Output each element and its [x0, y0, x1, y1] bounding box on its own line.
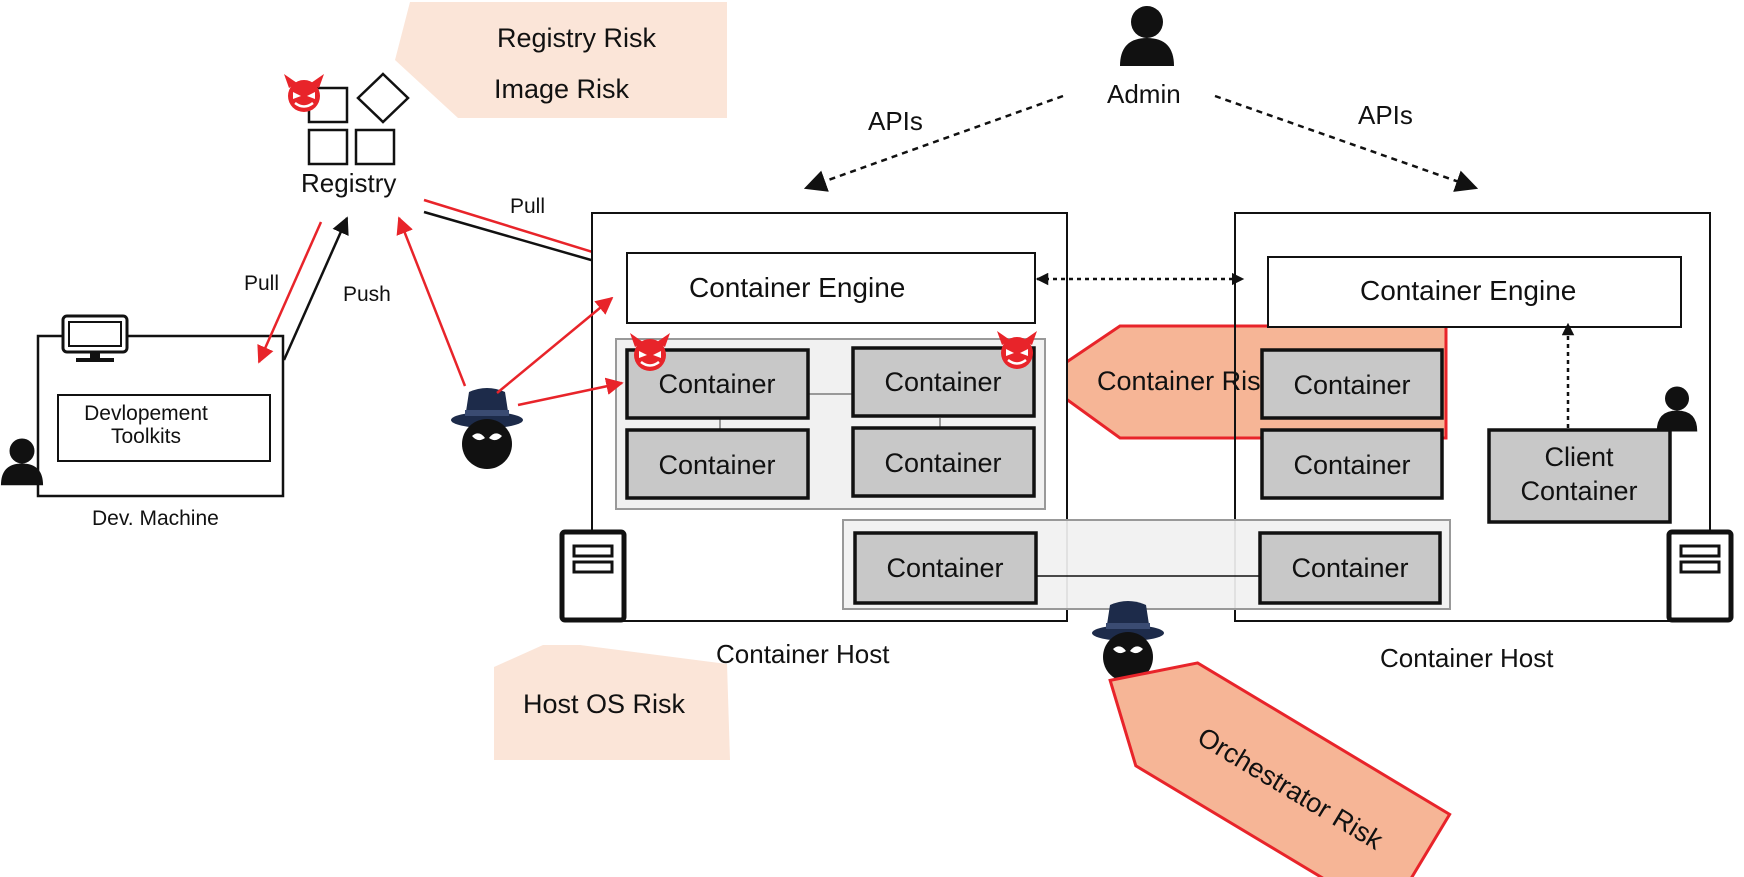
pull-arrow-to-host-red	[423, 198, 614, 262]
push-label: Push	[343, 283, 391, 306]
container-engine-right-label: Container Engine	[1360, 275, 1576, 306]
pull-dev-label: Pull	[244, 272, 279, 295]
pull-arrow-to-host-black	[423, 210, 614, 271]
admin-api-arrow-right	[1214, 94, 1479, 192]
image-risk-text: Image Risk	[494, 74, 630, 104]
container-host-left: Container Engine Container Container Con…	[562, 212, 1068, 669]
container-label: Container	[658, 450, 775, 480]
container-box	[851, 426, 1036, 498]
apis-left-label: APIs	[868, 106, 923, 136]
registry-image-diamond	[356, 72, 410, 124]
container-label: Container	[1293, 450, 1410, 480]
registry-risk-callout	[395, 2, 727, 118]
container-box	[625, 428, 810, 500]
pull-host-label: Pull	[510, 195, 545, 218]
container-label: Container	[1293, 370, 1410, 400]
registry-risk-text: Registry Risk	[497, 23, 657, 53]
client-container-line1: Client	[1544, 442, 1614, 472]
container-box	[853, 531, 1038, 605]
container-label: Container	[658, 369, 775, 399]
admin-label: Admin	[1107, 79, 1181, 109]
dev-toolkits-line2: Toolkits	[111, 425, 181, 448]
client-person-icon	[1656, 386, 1698, 432]
client-container-line2: Container	[1520, 476, 1637, 506]
container-box	[1258, 531, 1442, 605]
host-right-box	[1234, 212, 1711, 622]
container-engine-left	[626, 252, 1036, 324]
container-engine-right	[1267, 256, 1682, 328]
host-os-risk-callout	[494, 645, 730, 760]
registry-image-box	[307, 128, 349, 166]
host-os-risk-text: Host OS Risk	[523, 689, 686, 719]
admin-person-icon	[1120, 6, 1174, 66]
container-label: Container	[886, 553, 1003, 583]
container-host-right: Container Engine Container Container Cli…	[1234, 212, 1731, 673]
container-box	[1260, 428, 1444, 500]
container-label: Container	[1291, 553, 1408, 583]
container-host-right-label: Container Host	[1380, 643, 1554, 673]
admin-api-arrow-left	[803, 94, 1064, 192]
registry: Registry	[282, 72, 410, 198]
attack-arrow-to-container	[517, 377, 624, 407]
attack-arrow-to-engine	[496, 296, 614, 394]
server-icon	[562, 532, 624, 620]
dev-machine-label: Dev. Machine	[92, 507, 219, 530]
container-label: Container	[884, 367, 1001, 397]
dev-toolkits-box	[57, 394, 271, 462]
pull-arrow-to-dev	[257, 221, 323, 364]
hacker-icon	[1092, 601, 1164, 682]
container-host-left-label: Container Host	[716, 639, 890, 669]
container-risk-text: Container Risk	[1097, 366, 1275, 396]
server-icon	[1669, 532, 1731, 620]
registry-label: Registry	[301, 168, 396, 198]
orchestrator-risk-shape	[1108, 661, 1452, 877]
container-box	[1260, 348, 1444, 420]
container-engine-left-label: Container Engine	[689, 272, 905, 303]
apis-right-label: APIs	[1358, 100, 1413, 130]
client-container-box	[1487, 428, 1672, 524]
hacker-icon	[451, 388, 523, 469]
developer-person-icon	[0, 438, 44, 486]
attack-arrow-to-registry	[396, 216, 467, 387]
dev-machine: Devlopement Toolkits Dev. Machine	[0, 314, 285, 530]
push-arrow-from-dev	[282, 216, 349, 361]
dev-toolkits-line1: Devlopement	[84, 402, 208, 425]
container-label: Container	[884, 448, 1001, 478]
monitor-icon	[61, 314, 129, 362]
registry-image-box	[354, 128, 396, 166]
